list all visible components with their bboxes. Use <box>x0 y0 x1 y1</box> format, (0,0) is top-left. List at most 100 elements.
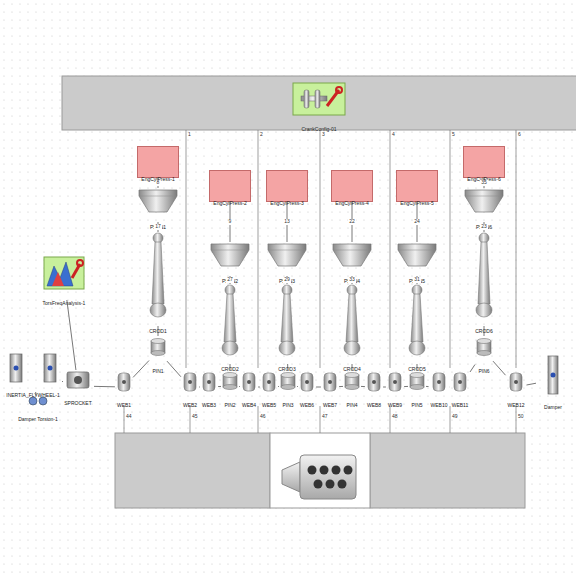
connecting-rod-drawing <box>150 233 166 317</box>
connector <box>133 361 149 378</box>
node-label-row: PIN6 <box>475 359 493 377</box>
crank-web-drawing <box>324 373 336 391</box>
callout-number: 45 <box>192 414 198 420</box>
crank-pin: PIN4 <box>343 370 361 402</box>
connection-number: 13 <box>283 219 291 225</box>
crank-pin: PIN6 <box>475 336 493 366</box>
connecting-rod: CROD1 <box>147 232 169 326</box>
connector-line <box>339 386 343 387</box>
crank-web-drawing <box>263 373 275 391</box>
crank-web: WEB6 <box>298 372 316 402</box>
node-label-row: Damper Torsion-1 <box>14 407 62 425</box>
callout-number: 6 <box>518 132 521 138</box>
piston-part-drawing <box>465 190 503 212</box>
piston-part-drawing <box>139 190 177 212</box>
crank-web-drawing <box>454 373 466 391</box>
piston-part: PSTN6 <box>462 188 506 222</box>
node-label-row: CROD2 <box>219 357 241 375</box>
cylinder-pressure-box: EngCylPress-2 <box>209 170 251 202</box>
node-label-row: WEB10 <box>429 393 450 411</box>
connecting-rod-drawing <box>279 285 295 355</box>
connection-number: 8 <box>156 180 161 186</box>
node-label-row: EngCylPress-4 <box>332 191 372 209</box>
crank-web: WEB8 <box>365 372 383 402</box>
node-label-row: CROD1 <box>147 319 169 337</box>
crank-pin: PIN2 <box>221 370 239 402</box>
connector-line <box>526 383 536 385</box>
analysis-icon-drawing <box>44 257 84 289</box>
part-label: WEB11 <box>452 403 469 409</box>
node-label-row: PIN4 <box>343 393 361 411</box>
piston-part-drawing <box>268 244 306 266</box>
connector <box>404 386 408 387</box>
connector <box>493 361 506 375</box>
bottom-bus-bar <box>370 433 525 508</box>
crank-web: WEB2 <box>181 372 199 402</box>
connecting-rod-drawing <box>222 285 238 355</box>
part-label: CROD5 <box>408 367 426 373</box>
connection-number: 31 <box>413 277 421 283</box>
part-label: WEB6 <box>300 403 314 409</box>
piston-part: PSTN3 <box>265 242 309 276</box>
part-label: CROD4 <box>343 367 361 373</box>
node-label-row: WEB9 <box>386 393 404 411</box>
crank-pin: PIN1 <box>149 336 167 366</box>
connection-number: 29 <box>283 277 291 283</box>
part-label: PIN5 <box>411 403 422 409</box>
node-label-row: PIN3 <box>279 393 297 411</box>
part-label: WEB12 <box>508 403 525 409</box>
part-label: WEB1 <box>117 403 131 409</box>
callout-number: 4 <box>392 132 395 138</box>
sprocket-part-drawing <box>67 372 89 388</box>
node-label-row: PIN2 <box>221 393 239 411</box>
pulley-damper-drawing <box>548 356 558 394</box>
connecting-rod: CROD6 <box>473 232 495 326</box>
crank-pin-drawing <box>223 373 237 390</box>
node-label-row: WEB12 <box>506 393 527 411</box>
crank-web: WEB7 <box>321 372 339 402</box>
part-label: PIN6 <box>478 369 489 375</box>
connector <box>167 361 181 377</box>
connector-line <box>493 361 506 375</box>
part-label: PIN1 <box>152 369 163 375</box>
connector <box>297 386 299 387</box>
connector <box>426 386 429 387</box>
connector-line <box>167 361 181 377</box>
connector-line <box>470 365 475 373</box>
connector-line <box>258 387 260 388</box>
crank-web: WEB12 <box>506 372 527 402</box>
callout-number: 50 <box>518 414 524 420</box>
connector-line <box>133 361 149 378</box>
analysis-icon: TorsFreqAnalysis-1 <box>38 256 90 300</box>
callout-number: 5 <box>452 132 455 138</box>
node-label-row: WEB3 <box>200 393 218 411</box>
part-label: WEB8 <box>367 403 381 409</box>
node-label-row: CROD4 <box>341 357 363 375</box>
connector <box>339 386 343 387</box>
part-label: EngCylPress-5 <box>400 201 433 207</box>
crank-web-drawing <box>433 373 445 391</box>
connecting-rod: CROD4 <box>341 284 363 364</box>
connecting-rod: CROD5 <box>406 284 428 364</box>
connector <box>361 386 365 387</box>
crank-web: WEB3 <box>200 372 218 402</box>
node-label-row: CROD3 <box>276 357 298 375</box>
crank-web: WEB4 <box>240 372 258 402</box>
node-label-row: WEB6 <box>298 393 316 411</box>
connection-number: 27 <box>226 277 234 283</box>
node-label-row: WEB2 <box>181 393 199 411</box>
cylinder-pressure-box: EngCylPress-4 <box>331 170 373 202</box>
connector <box>239 386 241 387</box>
node-label-row: WEB8 <box>365 393 383 411</box>
cylinder-pressure-box: EngCylPress-6 <box>463 146 505 178</box>
node-label-row: SPROCKET <box>62 391 94 409</box>
cylinder-pressure-box: EngCylPress-1 <box>137 146 179 178</box>
connector <box>94 386 115 387</box>
node-label-row: CROD6 <box>473 319 495 337</box>
crank-web-drawing <box>243 373 255 391</box>
connecting-rod-drawing <box>476 233 492 317</box>
crank-pin-drawing <box>281 373 295 390</box>
engine-icon <box>282 455 356 499</box>
